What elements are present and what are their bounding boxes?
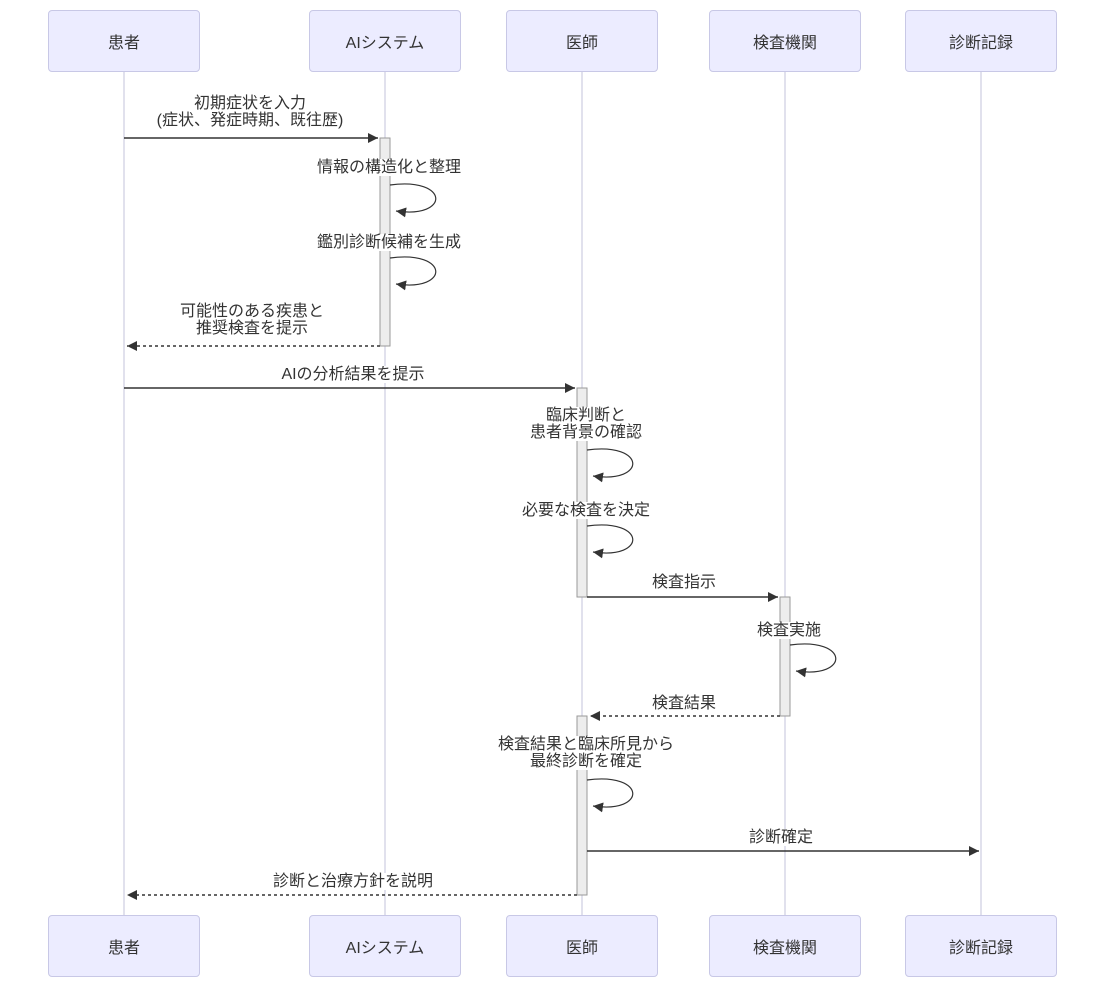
activation-lab [779,596,791,717]
message-label-diagnosis-confirmed: 診断確定 [748,829,814,846]
participant-label: 検査機関 [752,940,817,957]
participant-doctor-bottom: 医師 [506,915,658,977]
message-label-final-diagnosis: 検査結果と臨床所見から 最終診断を確定 [497,736,675,770]
message-label-explain-treatment: 診断と治療方針を説明 [272,873,434,890]
message-label-clinical-judgement: 臨床判断と 患者背景の確認 [529,407,643,441]
participant-record-bottom: 診断記録 [905,915,1057,977]
self-loop-lab-execute [789,643,837,678]
participant-label: AIシステム [345,940,425,957]
participant-lab-bottom: 検査機関 [709,915,861,977]
message-label-test-results: 検査結果 [651,695,717,712]
participant-lab-top: 検査機関 [709,10,861,72]
self-loop-ai-structure [389,183,437,218]
message-label-generate-candidates: 鑑別診断候補を生成 [316,234,462,251]
self-loop-ai-differential [389,256,437,291]
participant-ai-system-bottom: AIシステム [309,915,461,977]
message-label-possible-diseases: 可能性のある疾患と 推奨検査を提示 [179,303,325,337]
participant-patient-top: 患者 [48,10,200,72]
message-label-decide-tests: 必要な検査を決定 [521,502,651,519]
participant-label: 診断記録 [948,35,1013,52]
participant-record-top: 診断記録 [905,10,1057,72]
self-loop-doctor-decide-tests [586,524,634,559]
activation-doctor-2 [576,715,588,896]
participant-label: 患者 [107,35,140,52]
message-label-test-execute: 検査実施 [756,622,822,639]
participant-doctor-top: 医師 [506,10,658,72]
message-label-structure-info: 情報の構造化と整理 [316,159,462,176]
participant-label: 診断記録 [948,940,1013,957]
participant-patient-bottom: 患者 [48,915,200,977]
self-loop-doctor-judgement [586,448,634,483]
participant-label: 患者 [107,940,140,957]
participant-label: 医師 [565,35,598,52]
message-label-test-order: 検査指示 [651,574,717,591]
message-label-initial-symptoms: 初期症状を入力 (症状、発症時期、既往歴) [156,95,344,129]
participant-ai-system-top: AIシステム [309,10,461,72]
participant-label: AIシステム [345,35,425,52]
message-label-present-ai-results: AIの分析結果を提示 [281,366,425,383]
activation-doctor-1 [576,387,588,598]
self-loop-doctor-final-diagnosis [586,778,634,813]
participant-label: 検査機関 [752,35,817,52]
participant-label: 医師 [565,940,598,957]
